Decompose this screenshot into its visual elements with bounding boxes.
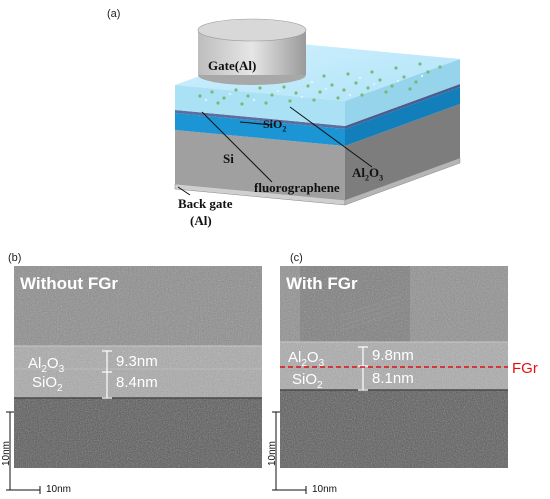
si-side: [345, 104, 460, 200]
arrow-sio2: [239, 121, 273, 126]
sio2-front: [175, 113, 345, 146]
gate-label: Gate(Al): [208, 58, 257, 73]
sio2-thickness-c: 8.1nm: [372, 370, 414, 387]
tem-image-without-fgr: Without FGr Al2O3 SiO2 9.3nm 8.4nm: [14, 266, 262, 468]
scale-bars-b: [6, 411, 41, 494]
arrow-fluoro: [201, 111, 273, 183]
fluorographene-label: fluorographene: [254, 180, 340, 195]
al2o3-label-c: Al2O3: [288, 349, 325, 369]
sio2-label-c: SiO2: [292, 371, 323, 391]
backgate-label-al: (Al): [190, 213, 212, 228]
gate-cylinder-top: [197, 18, 307, 42]
fgr-sheet-front: [175, 110, 345, 129]
scale-horizontal-c: 10nm: [312, 484, 338, 495]
scale-vertical-c: 10nm: [267, 440, 279, 467]
fgr-dashed-line: [280, 366, 508, 368]
al2o3-side: [345, 59, 460, 126]
backgate-label: Back gate: [178, 196, 233, 211]
panel-c-label: (c): [290, 252, 303, 264]
al2o3-thickness-c: 9.8nm: [372, 347, 414, 364]
thickness-brackets-c: [358, 346, 368, 391]
tem-background-b: [14, 266, 262, 468]
arrow-al2o3: [289, 106, 373, 168]
scale-bars-c: [272, 411, 307, 494]
arrow-backgate: [177, 186, 191, 196]
si-front: [175, 130, 345, 200]
al2o3-thickness-b: 9.3nm: [116, 353, 158, 370]
panel-a: (a): [0, 0, 550, 230]
panel-b-label: (b): [8, 252, 22, 264]
sio2-label-b: SiO2: [32, 374, 63, 394]
al2o3-label: Al2O3: [352, 165, 384, 183]
tem-image-with-fgr: With FGr Al2O3 SiO2 9.8nm 8.1nm: [280, 266, 508, 468]
scale-horizontal-b: 10nm: [46, 484, 72, 495]
without-fgr-title: Without FGr: [20, 274, 119, 293]
fgr-molecules-light: [204, 74, 424, 102]
fgr-molecules: [198, 62, 442, 106]
thickness-brackets-b: [102, 350, 112, 399]
fgr-sheet-side: [345, 84, 460, 129]
scale-vertical-b: 10nm: [1, 440, 13, 467]
al2o3-label-b: Al2O3: [28, 355, 65, 375]
si-label: Si: [223, 151, 234, 166]
fgr-label: FGr: [512, 360, 538, 377]
device-schematic: [174, 18, 461, 206]
with-fgr-title: With FGr: [286, 274, 358, 293]
tem-background-c: [280, 266, 508, 468]
panel-a-label: (a): [107, 8, 121, 20]
al2o3-top: [175, 43, 460, 101]
sio2-label: SiO2: [263, 117, 287, 134]
sio2-side: [345, 87, 460, 146]
sio2-thickness-b: 8.4nm: [116, 374, 158, 391]
